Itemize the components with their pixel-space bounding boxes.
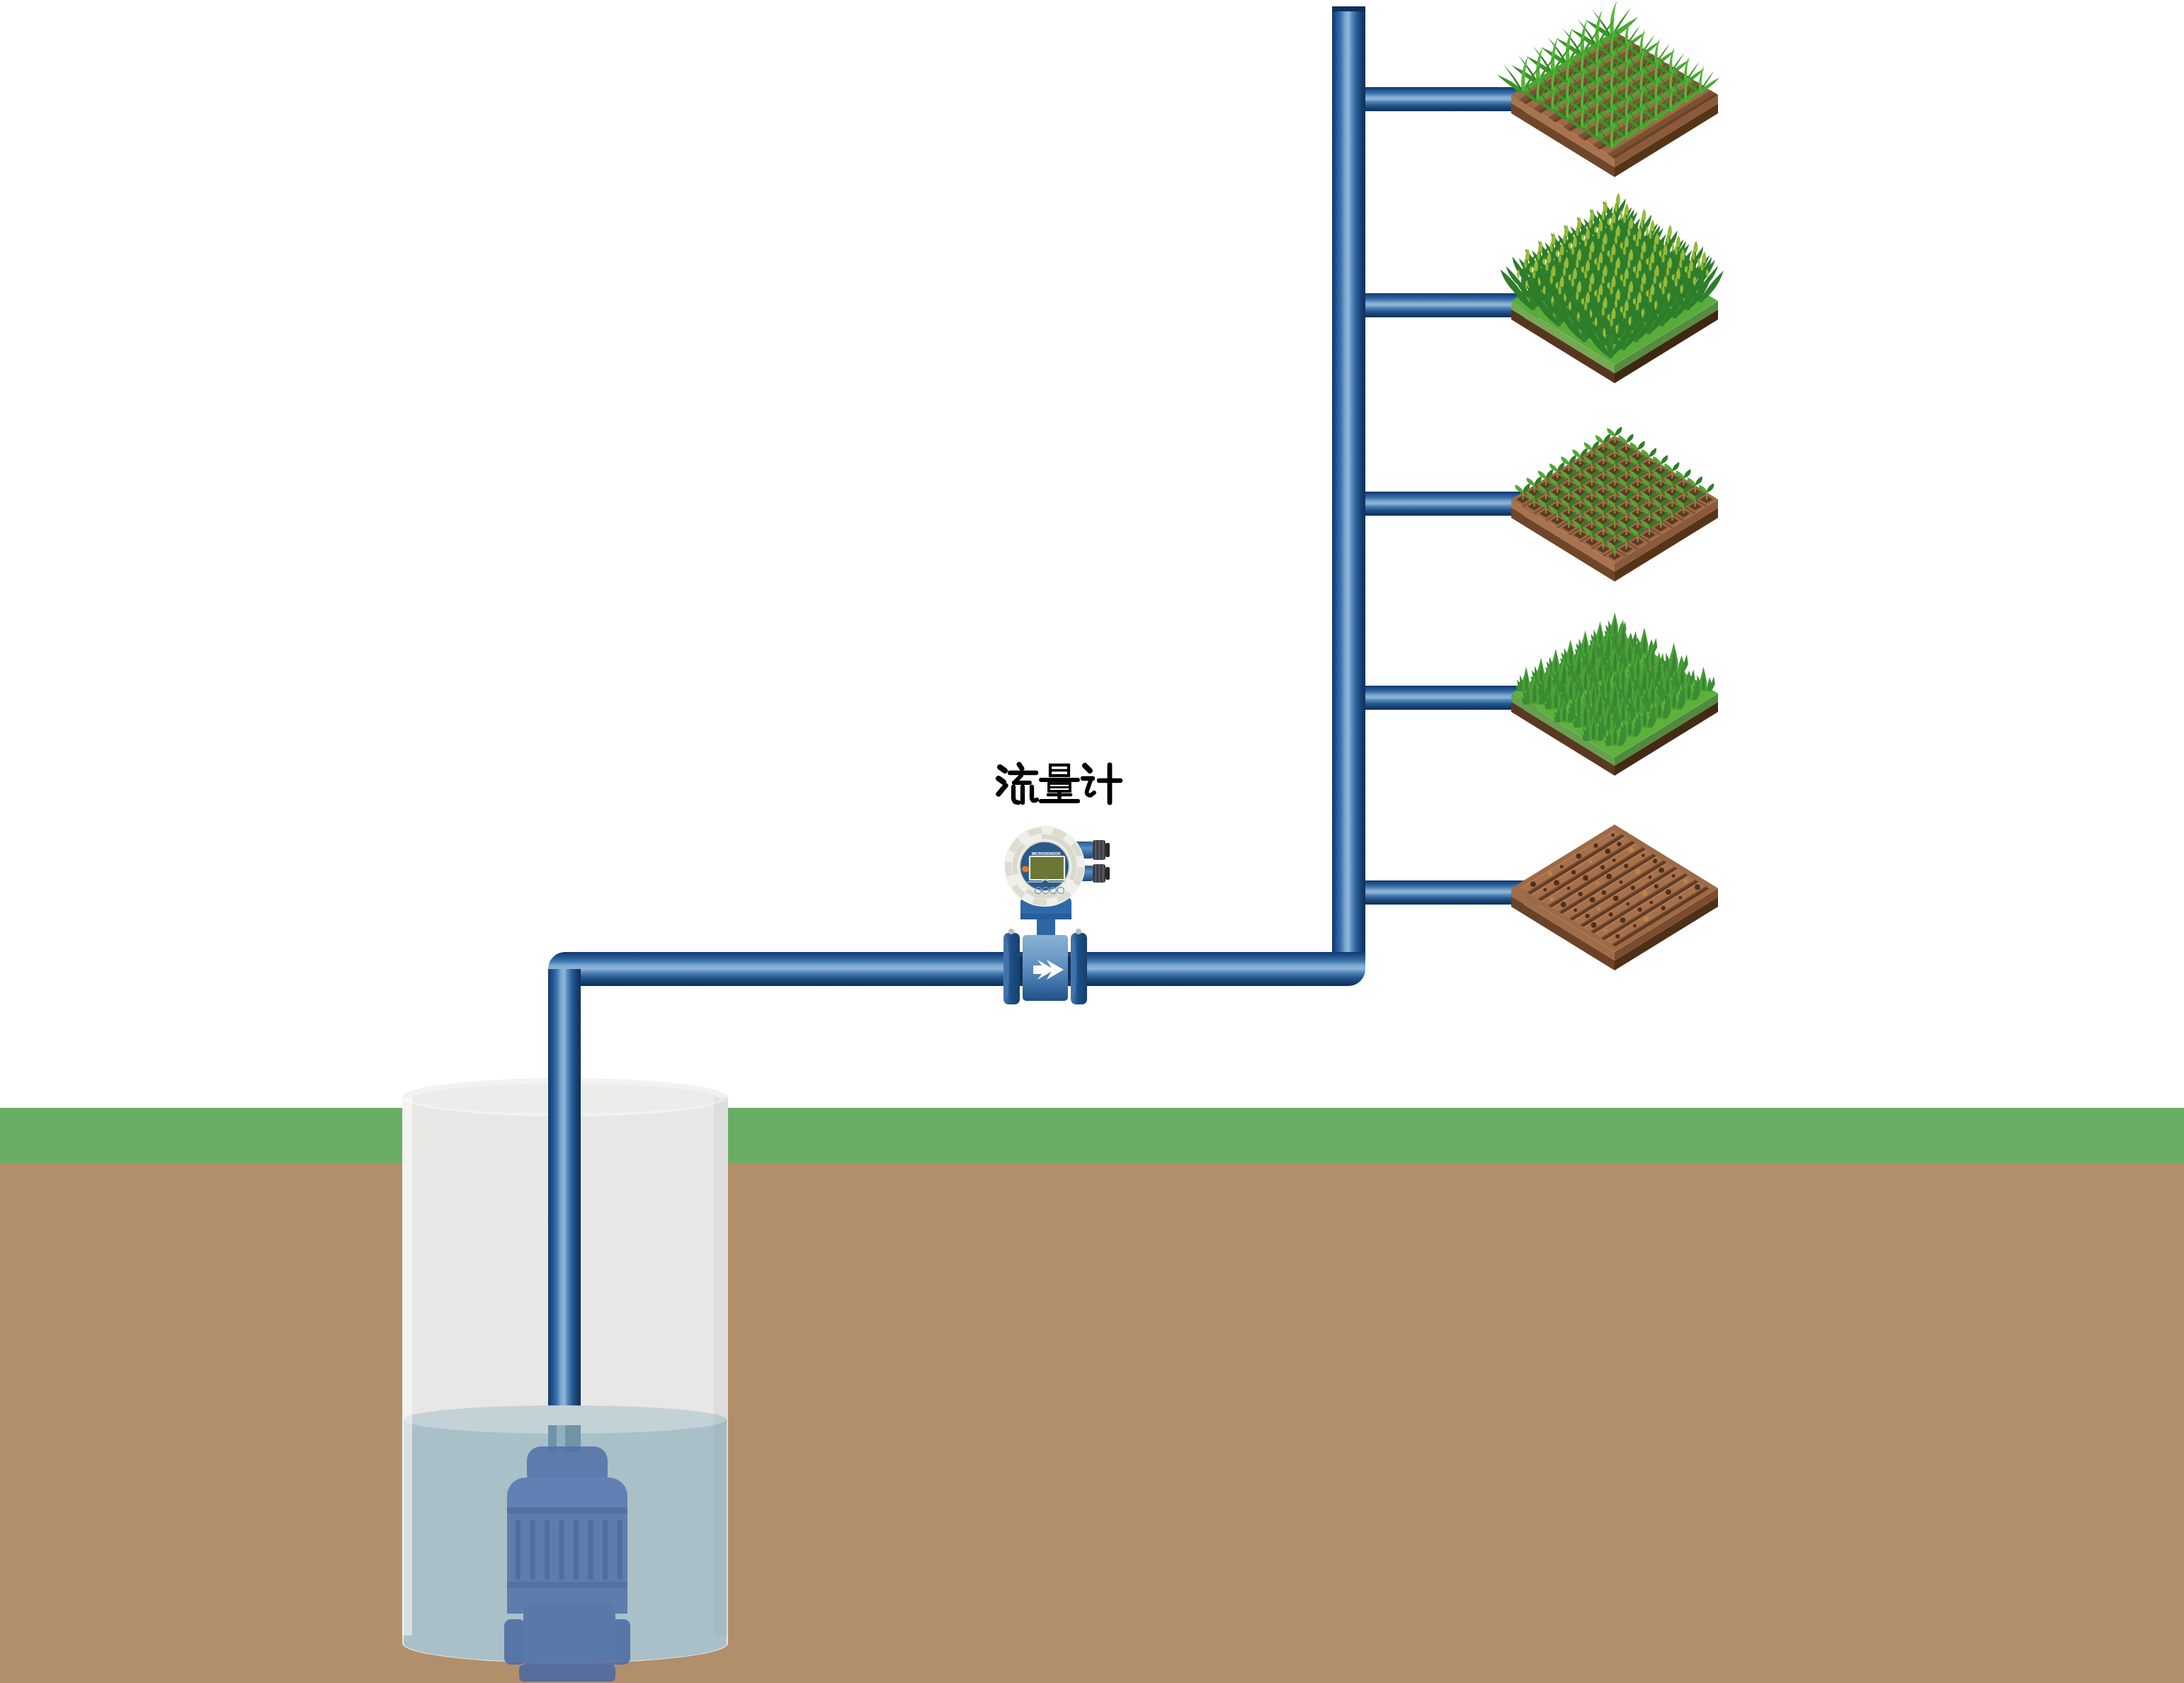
svg-text:MICROSENSOR: MICROSENSOR	[1032, 851, 1061, 856]
